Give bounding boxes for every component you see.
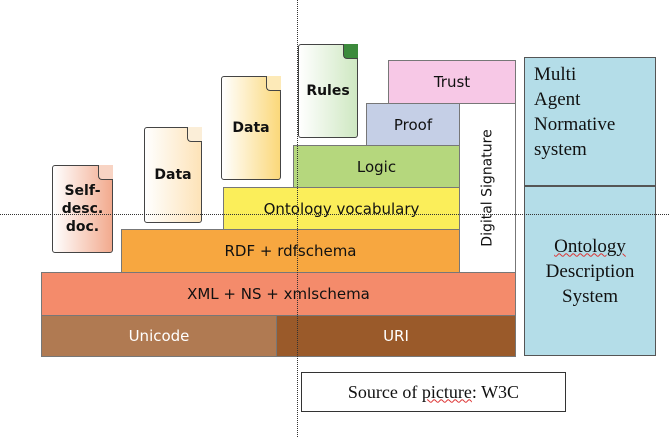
multi-agent-normative-system-box: Multi Agent Normative system <box>524 57 656 186</box>
ontology-vocabulary-layer: Ontology vocabulary <box>223 187 460 230</box>
ontology-vocabulary-label: Ontology vocabulary <box>263 199 420 218</box>
rdf-layer: RDF + rdfschema <box>121 229 460 273</box>
proof-label: Proof <box>393 115 433 134</box>
logic-label: Logic <box>356 157 397 176</box>
self-described-document-label: Self- desc. doc. <box>61 183 104 235</box>
digital-signature-label: Digital Signature <box>479 129 496 247</box>
unicode-label: Unicode <box>128 327 190 345</box>
proof-layer: Proof <box>366 103 460 146</box>
xml-label: XML + NS + xmlschema <box>187 285 370 303</box>
self-described-document-icon: Self- desc. doc. <box>52 165 113 253</box>
rules-document-label: Rules <box>306 83 350 99</box>
source-caption-suffix: : W3C <box>471 381 520 402</box>
data-document-icon-1: Data <box>144 127 202 223</box>
data-document-icon-2: Data <box>221 76 281 180</box>
vertical-guide-line <box>297 0 298 437</box>
multi-agent-normative-system-label: Multi Agent Normative system <box>534 64 616 160</box>
uri-label: URI <box>383 327 409 345</box>
source-caption-word: picture <box>421 381 472 402</box>
unicode-layer: Unicode <box>41 315 277 357</box>
uri-layer: URI <box>276 315 516 357</box>
description-system-label: Description System <box>545 260 635 307</box>
page-fold-icon <box>187 127 202 142</box>
data-document-label-2: Data <box>232 120 270 136</box>
source-caption-box: Source of picture: W3C <box>301 372 566 412</box>
ontology-description-system-box: Ontology Description System <box>524 186 656 356</box>
trust-label: Trust <box>433 73 471 91</box>
page-fold-icon <box>98 165 113 180</box>
data-document-label-1: Data <box>154 167 192 183</box>
digital-signature-layer: Digital Signature <box>459 103 516 273</box>
logic-layer: Logic <box>293 145 460 188</box>
page-fold-icon <box>266 76 281 91</box>
source-caption-prefix: Source of <box>347 381 422 402</box>
rdf-label: RDF + rdfschema <box>224 242 357 260</box>
trust-layer: Trust <box>388 60 516 104</box>
source-caption: Source of picture: W3C <box>348 380 519 405</box>
page-fold-icon <box>343 44 358 59</box>
horizontal-guide-line <box>0 214 669 215</box>
ontology-word: Ontology <box>554 235 626 257</box>
rules-document-icon: Rules <box>298 44 358 138</box>
xml-layer: XML + NS + xmlschema <box>41 272 516 316</box>
